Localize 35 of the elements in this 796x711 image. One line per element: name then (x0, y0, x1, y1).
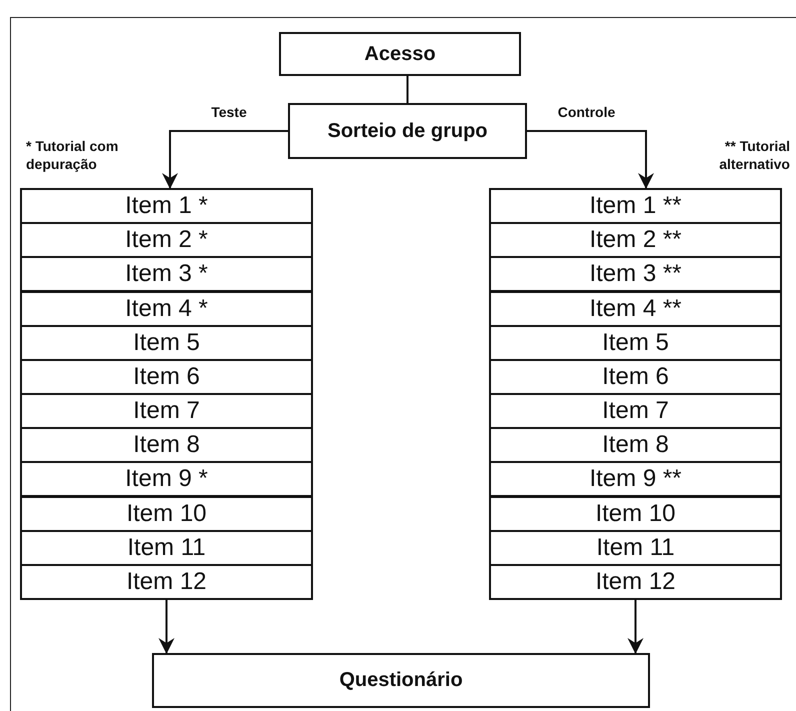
list-row: Item 11 (489, 530, 782, 566)
list-row: Item 8 (489, 427, 782, 464)
process-box: Acesso (279, 32, 521, 76)
list-row: Item 7 (20, 393, 313, 430)
list-row: Item 5 (20, 324, 313, 361)
list-row: Item 7 (489, 393, 782, 430)
process-box: Questionário (152, 653, 650, 708)
list-row: Item 5 (489, 324, 782, 361)
edge-label: Teste (210, 103, 248, 121)
list-row: Item 6 (489, 358, 782, 395)
list-row: Item 9 * (20, 461, 313, 498)
list-row: Item 1 * (20, 188, 313, 224)
list-row: Item 10 (489, 496, 782, 532)
arrow (162, 130, 288, 189)
list-row: Item 2 * (20, 222, 313, 258)
note: ** Tutorial alternativo (718, 137, 790, 173)
list-row: Item 8 (20, 427, 313, 464)
list-row: Item 1 ** (489, 188, 782, 224)
arrow (158, 600, 174, 654)
list-row: Item 3 ** (489, 256, 782, 292)
list-row: Item 4 ** (489, 290, 782, 327)
list-row: Item 12 (489, 564, 782, 600)
list-row: Item 12 (20, 564, 313, 600)
note: * Tutorial com depuração (26, 137, 120, 173)
list-row: Item 2 ** (489, 222, 782, 258)
edge-label: Controle (556, 103, 616, 121)
list-row: Item 9 ** (489, 461, 782, 498)
list-row: Item 4 * (20, 290, 313, 327)
arrow (527, 130, 654, 189)
list-row: Item 6 (20, 358, 313, 395)
process-box: Sorteio de grupo (288, 103, 527, 159)
arrow (628, 600, 644, 654)
list-row: Item 10 (20, 496, 313, 532)
list-row: Item 11 (20, 530, 313, 566)
list-row: Item 3 * (20, 256, 313, 292)
